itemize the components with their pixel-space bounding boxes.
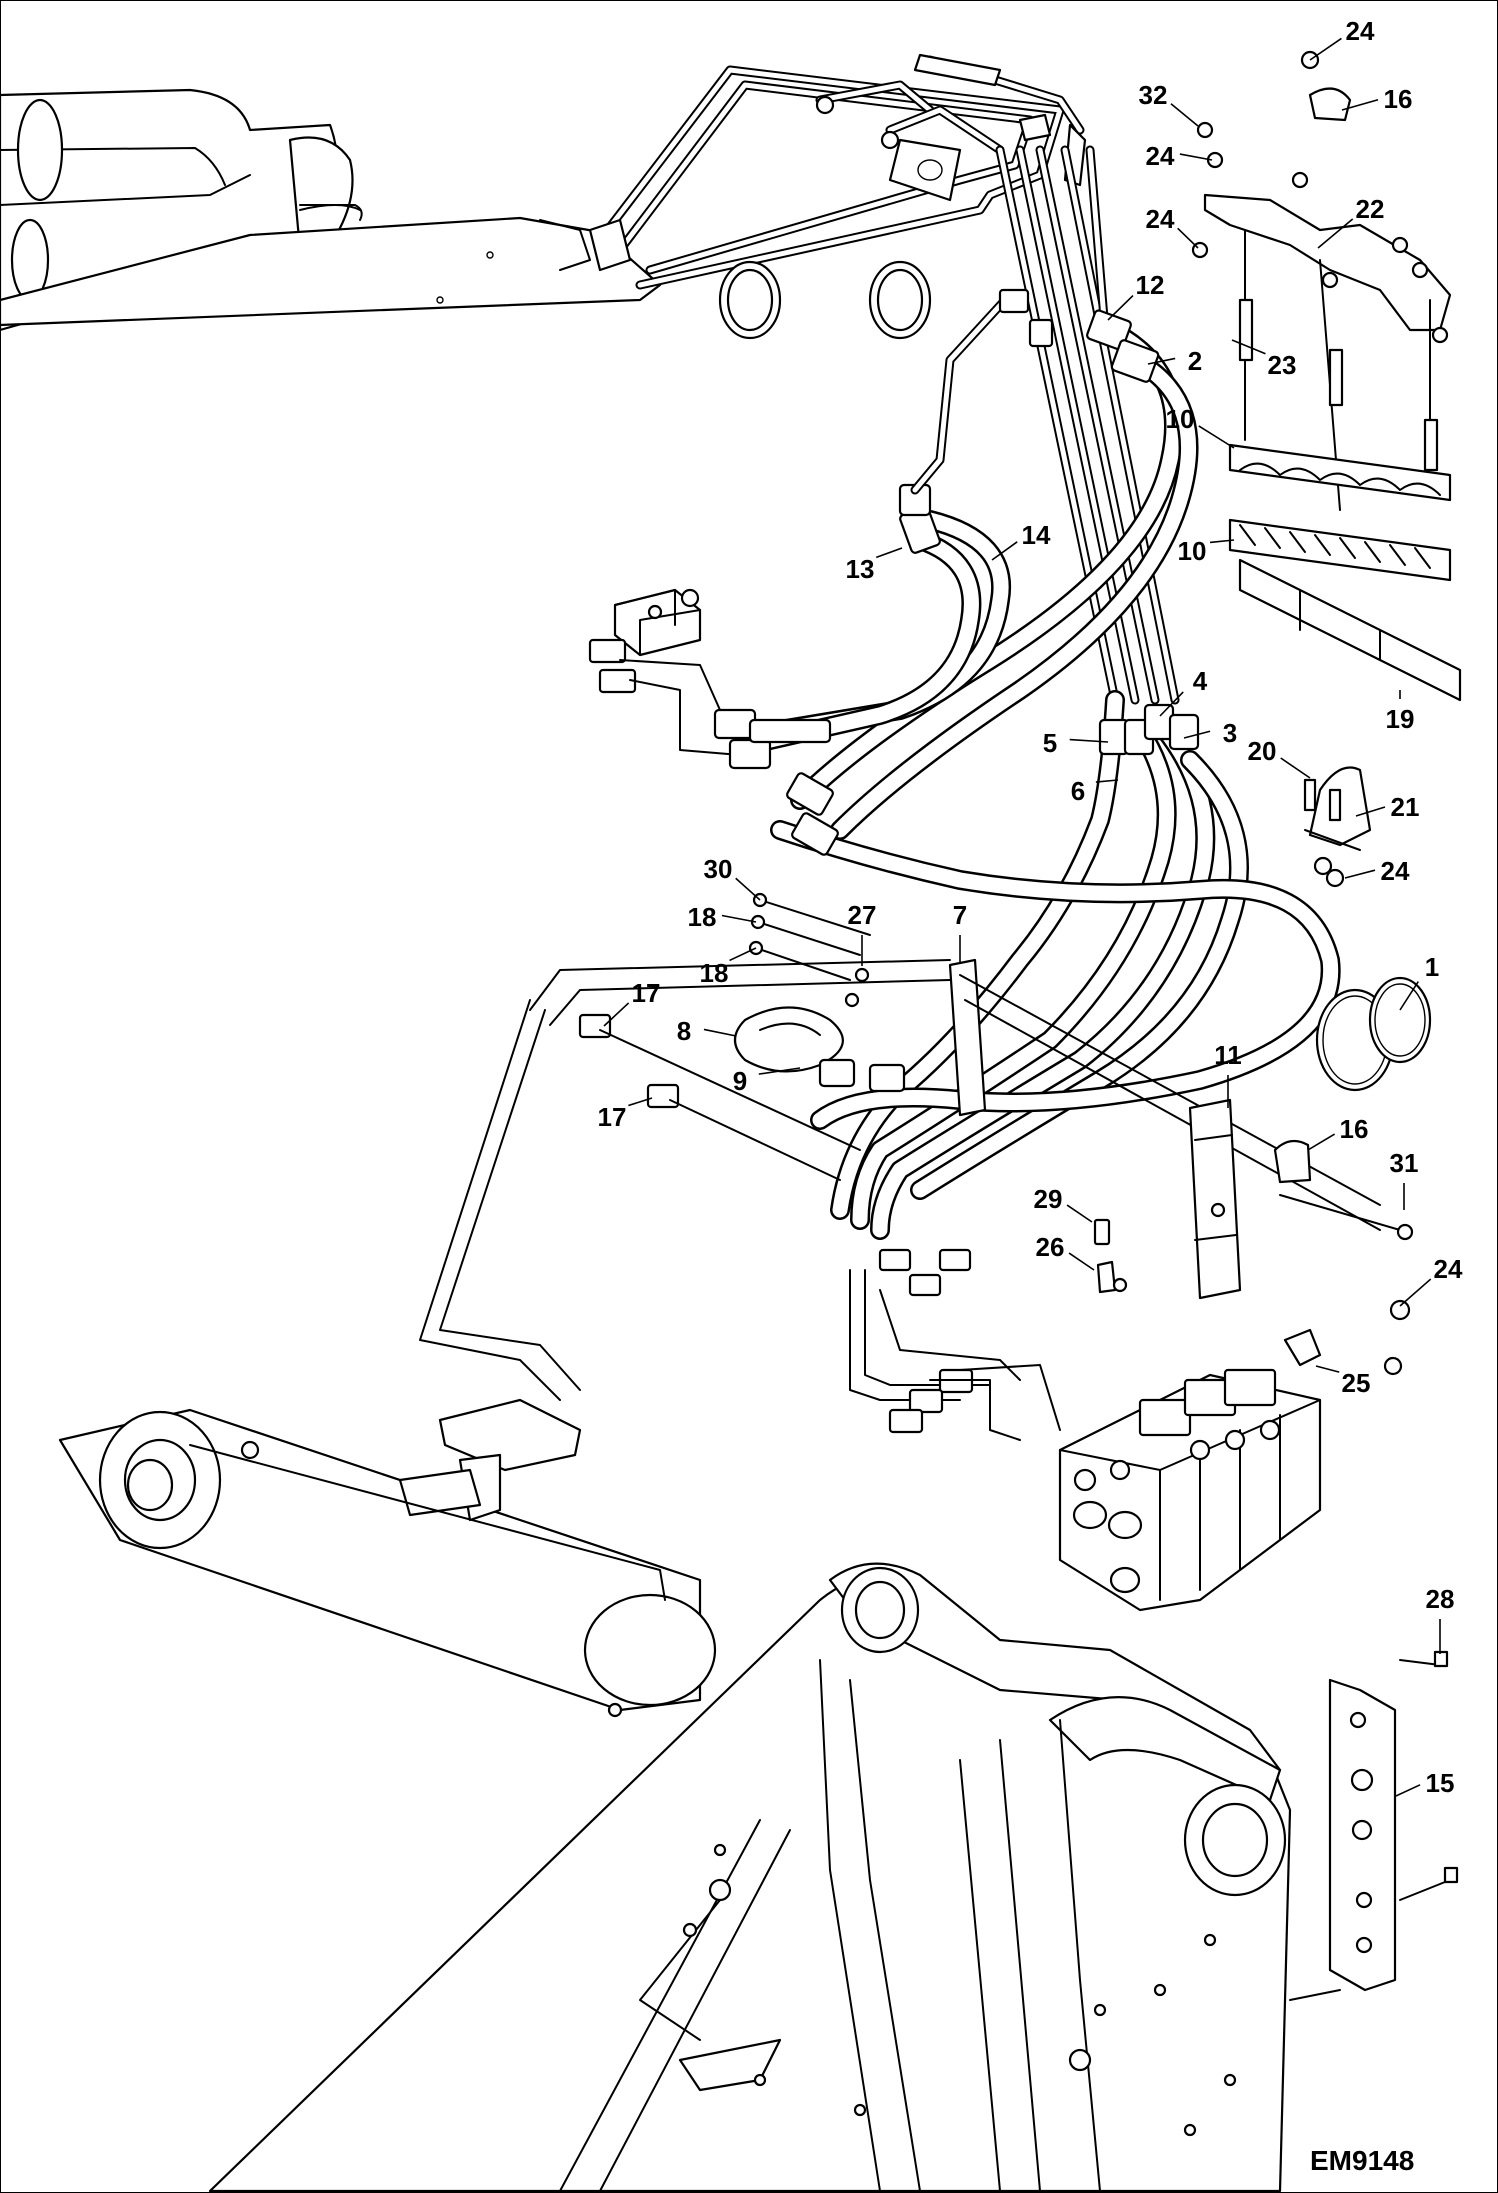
callout-leader-c23 — [1231, 339, 1266, 355]
callout-c2: 2 — [1188, 346, 1202, 376]
callout-c31: 31 — [1390, 1148, 1419, 1178]
callout-c18b: 18 — [700, 958, 729, 988]
callout-leader-c24b — [1179, 153, 1213, 161]
callout-leader-c10a — [1198, 425, 1235, 449]
callout-leader-c4 — [1159, 691, 1184, 717]
boom-tube-bundle — [588, 53, 1087, 340]
hydraulic-cylinder — [58, 1398, 717, 1718]
control-valve — [1058, 1328, 1322, 1612]
callout-leader-c15 — [1395, 1784, 1421, 1797]
bracket-21 — [1303, 766, 1372, 888]
hose-clamps-1 — [1315, 976, 1432, 1092]
callout-c14: 14 — [1022, 520, 1051, 550]
callout-c1: 1 — [1425, 952, 1439, 982]
callout-leader-c6 — [1095, 779, 1119, 783]
callout-c20: 20 — [1248, 736, 1277, 766]
callout-c13: 13 — [846, 554, 875, 584]
callout-leader-c24d — [1344, 869, 1376, 879]
callout-leader-c2 — [1147, 357, 1176, 365]
callout-c6: 6 — [1071, 776, 1085, 806]
callout-leader-c18b — [729, 947, 757, 962]
callout-c32: 32 — [1139, 80, 1168, 110]
callout-leader-c30 — [735, 877, 761, 901]
drawing-code: EM9148 — [1310, 2145, 1414, 2176]
fittings-26-29 — [1093, 1218, 1128, 1294]
callout-leader-c20 — [1280, 757, 1311, 779]
callout-leader-c8 — [703, 1028, 737, 1037]
hose-clamp-assembly — [1191, 50, 1462, 702]
callout-c24d: 24 — [1381, 856, 1410, 886]
callout-c11: 11 — [1214, 1040, 1242, 1070]
boom-lower-frame — [208, 1562, 1292, 2193]
callout-c17a: 17 — [632, 978, 661, 1008]
bolts-and-fittings — [529, 892, 951, 1181]
callout-leader-c29 — [1066, 1204, 1093, 1223]
callout-leader-c9 — [758, 1067, 801, 1075]
callout-c16a: 16 — [1384, 84, 1413, 114]
callout-c3: 3 — [1223, 718, 1237, 748]
callout-leader-c10b — [1209, 539, 1235, 544]
callout-leader-c14 — [991, 541, 1018, 561]
callout-c7: 7 — [953, 900, 967, 930]
callout-leader-c17a — [603, 1002, 630, 1027]
callout-leader-c24e — [1399, 1278, 1432, 1307]
cover-plate-15 — [1289, 1650, 1459, 2001]
callout-c22: 22 — [1356, 194, 1385, 224]
callout-c15: 15 — [1426, 1768, 1455, 1798]
callout-leader-c16a — [1341, 98, 1379, 111]
callout-leader-c24c — [1177, 227, 1199, 249]
callout-c26: 26 — [1036, 1232, 1065, 1262]
callout-leader-c17b — [628, 1097, 653, 1107]
callout-leader-c5 — [1069, 738, 1109, 743]
callout-leader-c25 — [1315, 1365, 1340, 1373]
callout-c28: 28 — [1426, 1584, 1455, 1614]
callout-leader-c16b — [1307, 1133, 1336, 1151]
callout-c24b: 24 — [1146, 141, 1175, 171]
callout-leader-c1 — [1399, 981, 1419, 1011]
callout-leader-c12 — [1107, 294, 1134, 321]
callout-c10b: 10 — [1178, 536, 1207, 566]
callout-leader-c26 — [1068, 1252, 1095, 1271]
callout-c5: 5 — [1043, 728, 1057, 758]
callout-c24e: 24 — [1434, 1254, 1463, 1284]
callout-c21: 21 — [1391, 792, 1420, 822]
callout-c12: 12 — [1136, 270, 1165, 300]
callout-leader-c18a — [721, 914, 757, 923]
callout-leader-c21 — [1355, 806, 1386, 817]
callout-leader-c24a — [1309, 37, 1342, 61]
callout-c24c: 24 — [1146, 204, 1175, 234]
callout-c25: 25 — [1342, 1368, 1371, 1398]
callout-c10a: 10 — [1166, 404, 1195, 434]
callout-c23: 23 — [1268, 350, 1297, 380]
callout-c8: 8 — [677, 1016, 691, 1046]
callout-c27: 27 — [848, 900, 877, 930]
callout-c30: 30 — [704, 854, 733, 884]
callout-c18a: 18 — [688, 902, 717, 932]
auxiliary-valve-block — [588, 588, 832, 770]
boom-vertical-tubes — [995, 145, 1180, 705]
upper-hoses — [760, 288, 1199, 840]
callout-leader-c3 — [1183, 730, 1211, 739]
callout-c17b: 17 — [598, 1102, 627, 1132]
callout-leader-c22 — [1317, 218, 1354, 249]
cylinder-tubes — [419, 999, 1061, 1441]
callout-c24a: 24 — [1346, 16, 1375, 46]
callout-c19: 19 — [1386, 704, 1415, 734]
callout-c4: 4 — [1193, 666, 1208, 696]
callout-leader-c32 — [1170, 103, 1199, 127]
boom-upper-left — [0, 88, 662, 332]
callout-c29: 29 — [1034, 1184, 1063, 1214]
callout-leader-c13 — [876, 547, 903, 559]
callout-c9: 9 — [733, 1066, 747, 1096]
callout-c16b: 16 — [1340, 1114, 1369, 1144]
mount-plate-and-block — [948, 958, 1414, 1376]
